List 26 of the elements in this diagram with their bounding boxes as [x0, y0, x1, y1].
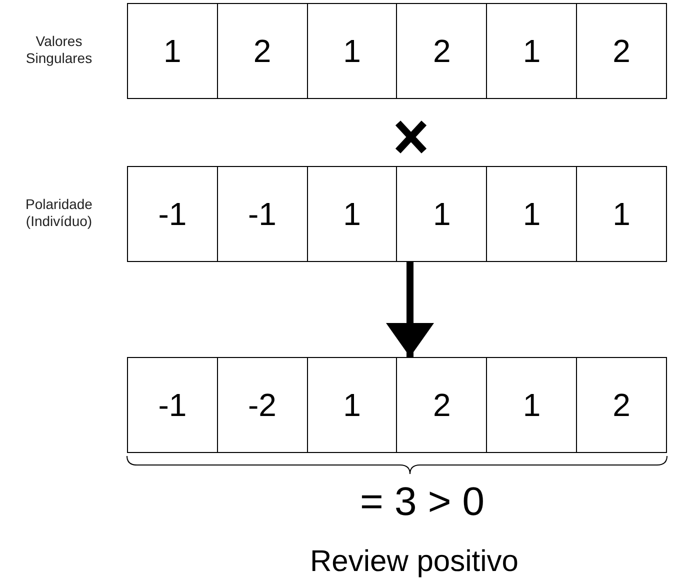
arrow — [386, 262, 434, 357]
number-cell: -1 — [128, 167, 217, 261]
number-cell: -1 — [128, 358, 217, 452]
conclusion-text: Review positivo — [310, 545, 518, 579]
row-label: Valores Singulares — [24, 33, 94, 67]
number-cell: 1 — [306, 358, 396, 452]
number-cell: 2 — [576, 4, 666, 98]
number-cell: -2 — [216, 358, 307, 452]
number-cell: 1 — [576, 167, 666, 261]
number-cell: 1 — [396, 167, 486, 261]
number-cell: 1 — [128, 4, 217, 98]
number-row — [127, 166, 667, 262]
number-row — [127, 3, 667, 99]
number-cell: -1 — [216, 167, 307, 261]
number-cell: 1 — [486, 4, 576, 98]
number-cell: 2 — [396, 4, 486, 98]
number-cell: 2 — [576, 358, 666, 452]
number-row — [127, 357, 667, 453]
number-cell: 2 — [396, 358, 486, 452]
number-cell: 1 — [306, 167, 396, 261]
result-text: = 3 > 0 — [360, 480, 485, 525]
number-cell: 1 — [486, 167, 576, 261]
number-cell: 1 — [486, 358, 576, 452]
number-cell: 2 — [216, 4, 307, 98]
row-label: Polaridade (Indivíduo) — [24, 196, 94, 230]
number-cell: 1 — [306, 4, 396, 98]
